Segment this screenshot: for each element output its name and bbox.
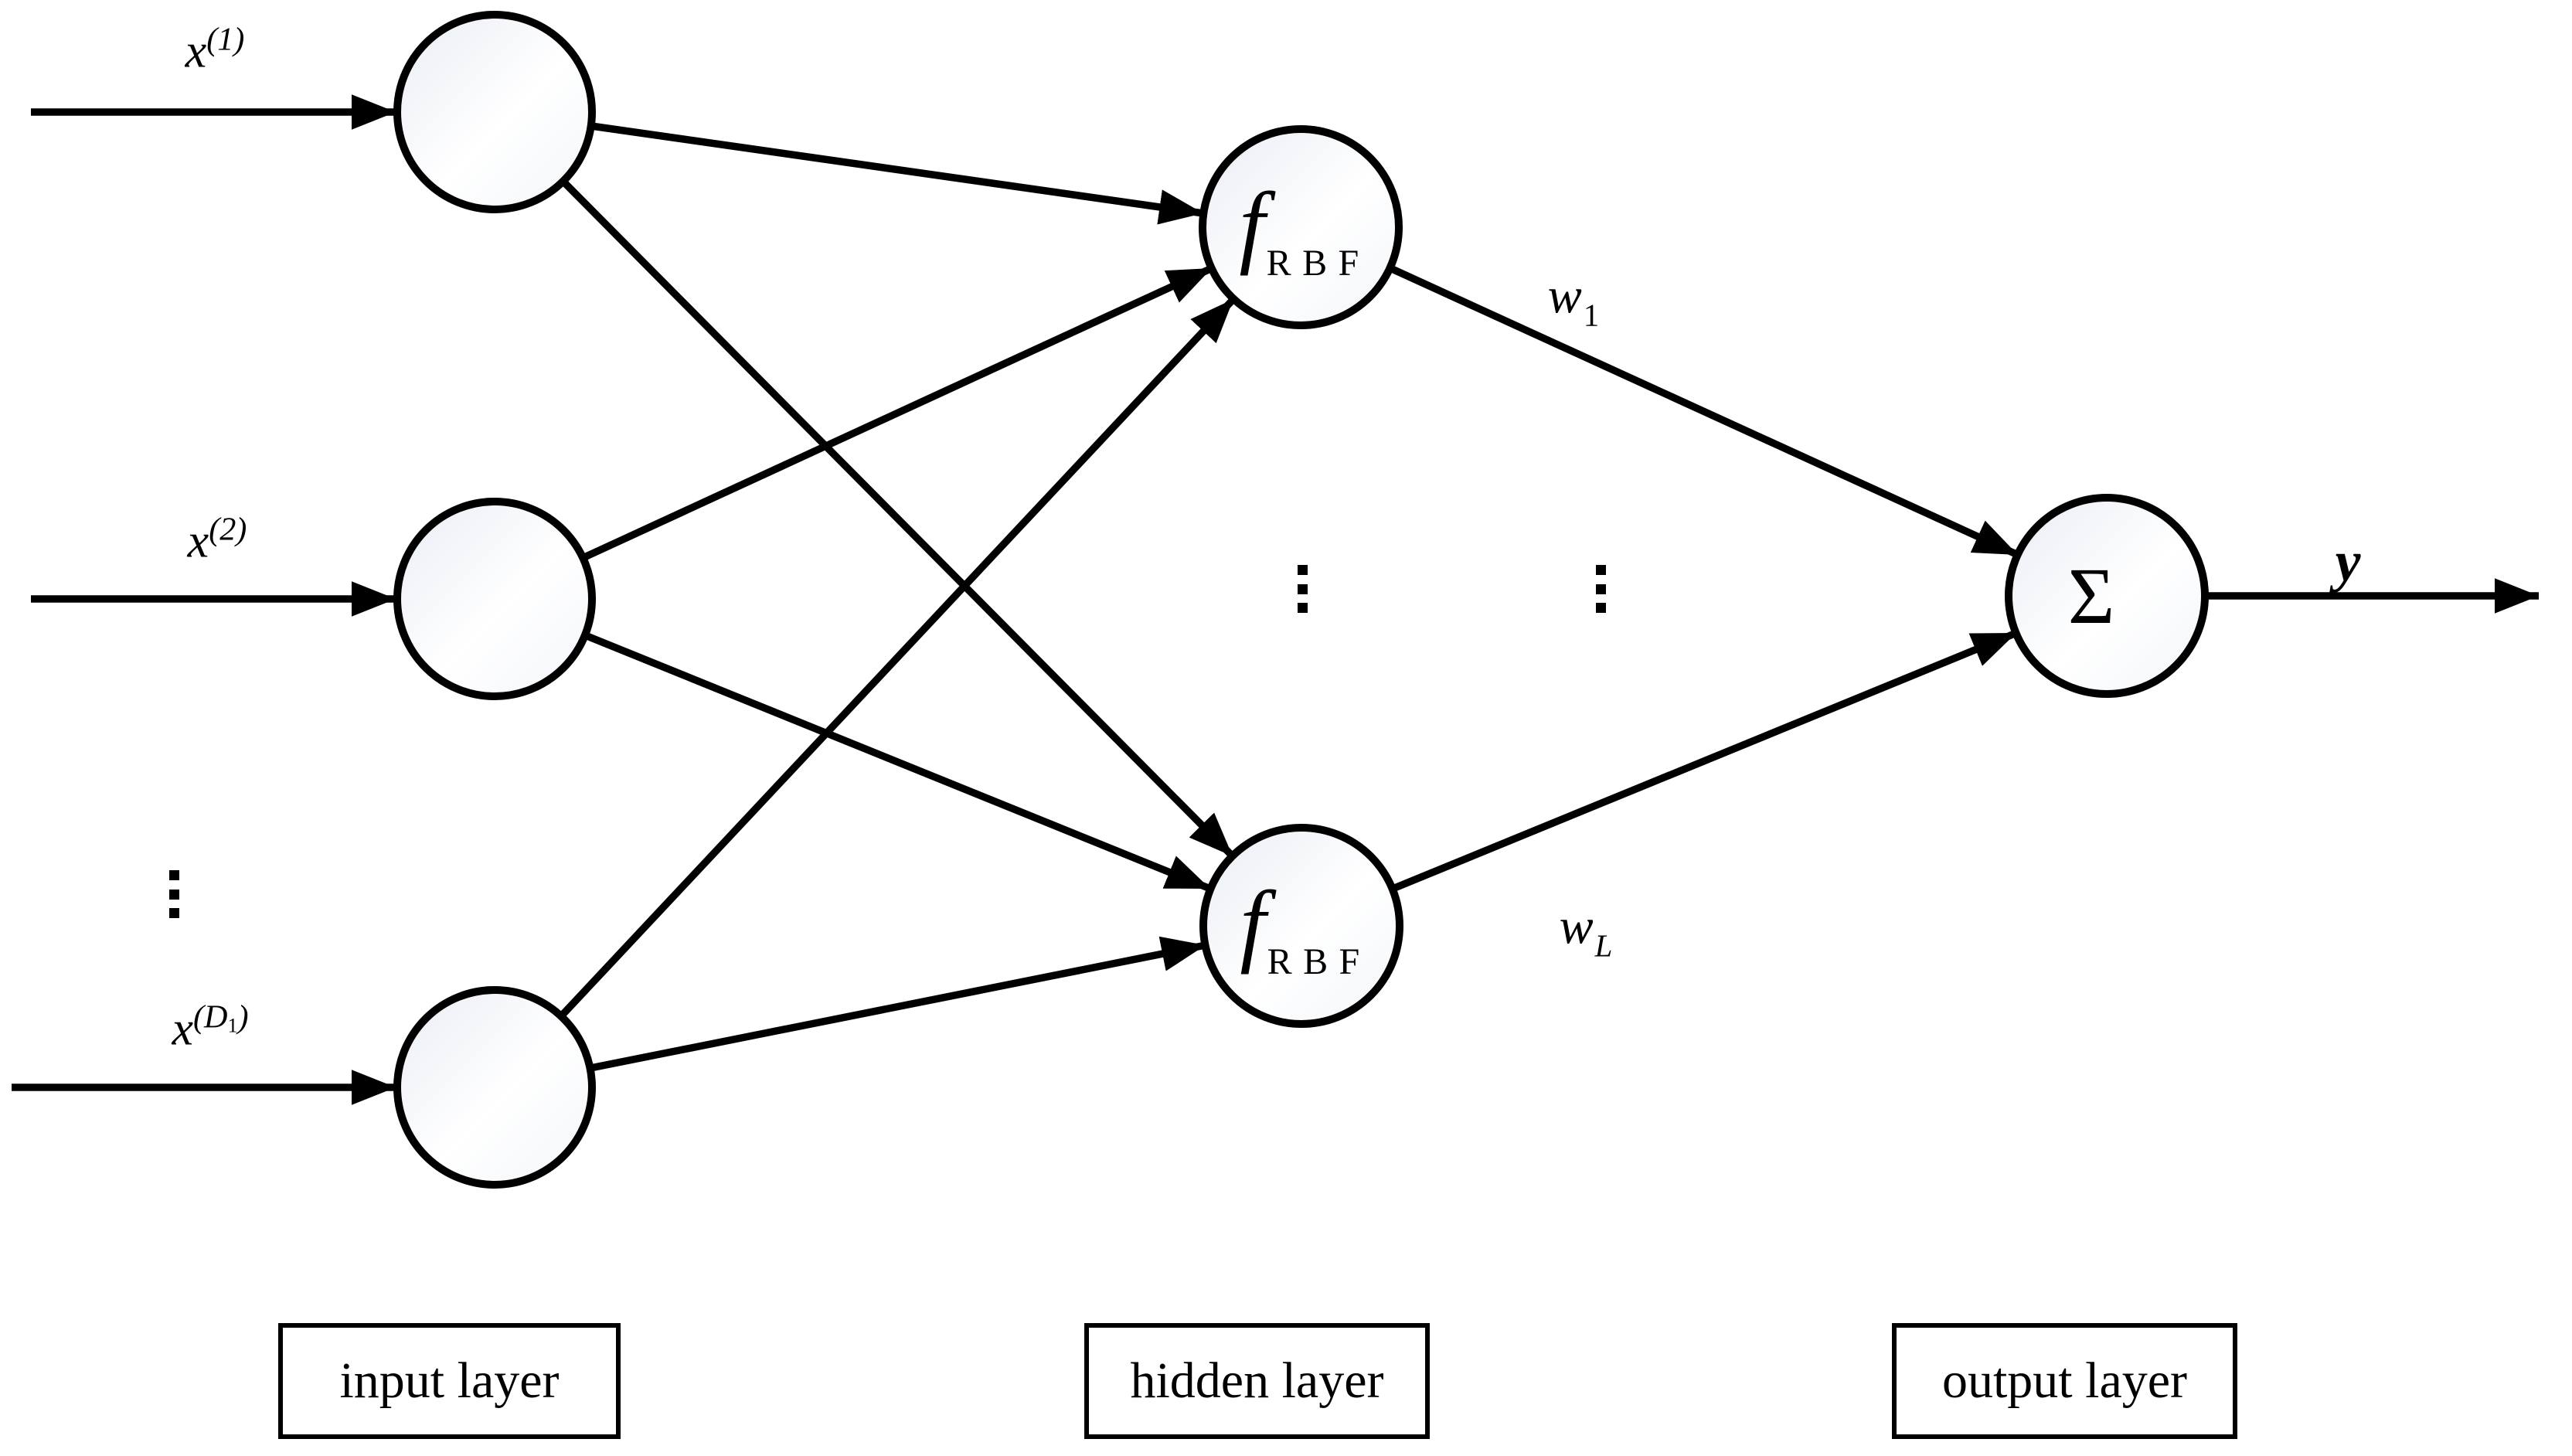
weight-label-w1: w1 [1547,267,1600,333]
edge-input2-hidden1 [581,264,1213,562]
vertical-ellipsis-icon-inputs [169,870,179,918]
edge-hidden2-output-wL [1391,629,2018,893]
output-layer-box: output layer [1892,1323,2237,1439]
edge-input3-hidden2 [590,936,1206,1072]
input-label-1: x(1) [185,21,245,78]
hidden-node-label-2: fRBF [1240,872,1371,982]
input-label-2: x(2) [187,511,247,568]
hidden-node-2 [1199,824,1403,1028]
input-node-1 [393,11,596,213]
edge-hidden1-output-w1 [1389,264,2019,559]
edge-input1-hidden2 [560,179,1236,859]
input-node-2 [393,498,596,700]
hidden-layer-caption: hidden layer [1130,1352,1384,1409]
input-label-3: x(D1) [172,998,249,1056]
edge-input3-hidden1 [558,296,1237,1019]
sum-symbol: Σ [2067,552,2115,641]
output-node [2005,494,2209,698]
input-layer-box: input layer [278,1323,621,1439]
hidden-node-1 [1199,125,1403,329]
output-label-y: y [2335,530,2361,594]
hidden-layer-box: hidden layer [1084,1323,1430,1439]
output-layer-caption: output layer [1941,1352,2188,1409]
edge-input1-hidden1 [590,122,1204,225]
weight-label-wL: wL [1559,898,1613,964]
edge-input2-hidden2 [583,631,1212,893]
vertical-ellipsis-icon-weights [1596,565,1606,613]
hidden-node-label-1: fRBF [1239,173,1370,284]
input-layer-caption: input layer [339,1352,560,1409]
vertical-ellipsis-icon-hidden [1298,565,1308,613]
input-node-3 [393,986,596,1189]
